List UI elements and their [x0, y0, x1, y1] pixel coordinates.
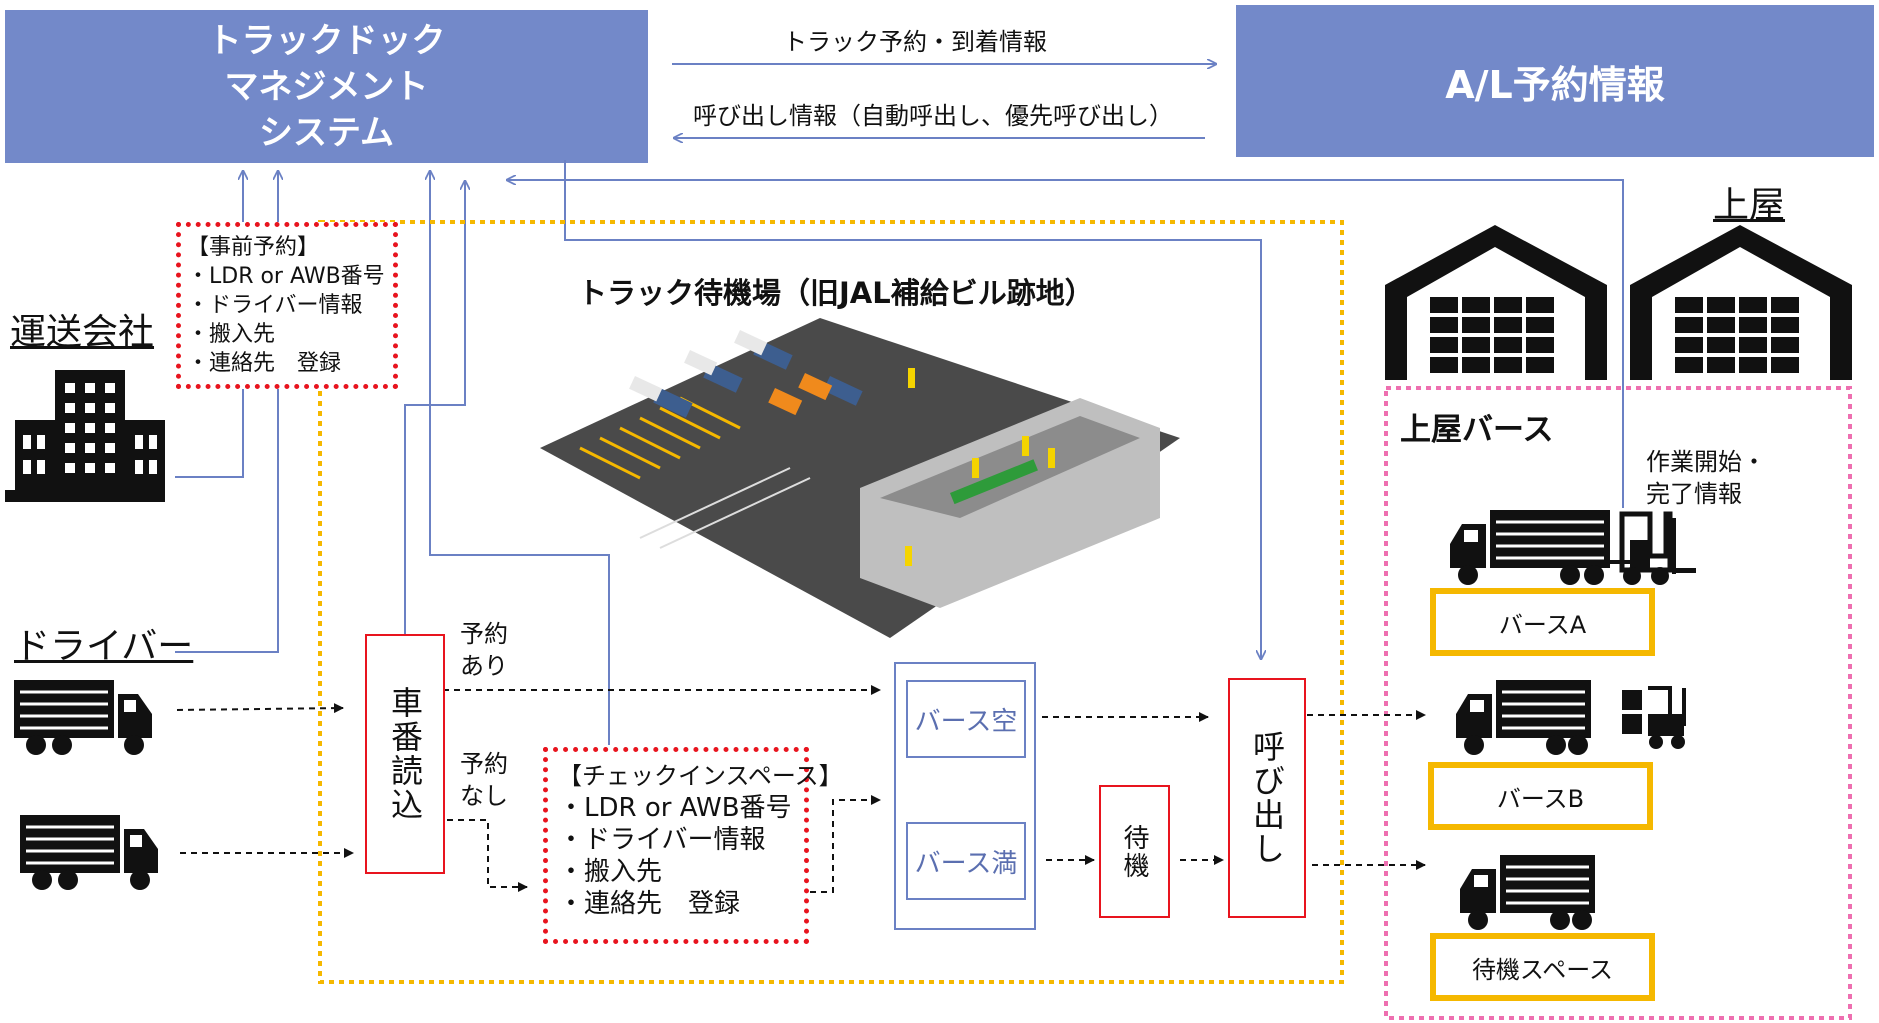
berth-a-box: バースA: [1430, 588, 1655, 656]
truck-berth-a-icon: [1450, 510, 1640, 585]
pre-reservation-line-4: ・搬入先: [187, 322, 276, 347]
reservation-yes-line-2: あり: [460, 652, 508, 680]
truck-icon-1: [14, 680, 152, 755]
berth-b-box: バースB: [1428, 762, 1653, 830]
wait-label: 待機: [1119, 823, 1149, 880]
truck-berth-b-icon: [1456, 680, 1591, 755]
forklift-icon-2: [1622, 686, 1686, 749]
pre-reservation-box: 【事前予約】 ・LDR or AWB番号 ・ドライバー情報 ・搬入先 ・連絡先 …: [176, 222, 398, 389]
call-box: 呼び出し: [1228, 678, 1306, 918]
reservation-yes-label: 予約 あり: [460, 618, 508, 682]
berth-b-label: バースB: [1496, 784, 1585, 813]
checkin-space-box: 【チェックインスペース】 ・LDR or AWB番号 ・ドライバー情報 ・搬入先…: [543, 747, 843, 944]
plate-reader-label: 車番読込: [386, 686, 424, 822]
berth-status-group: バース空 バース満: [894, 662, 1036, 930]
berth-empty-box: バース空: [906, 680, 1026, 758]
pre-reservation-line-1: 【事前予約】: [187, 235, 320, 260]
pre-reservation-line-2: ・LDR or AWB番号: [187, 264, 385, 289]
truck-icon-2: [20, 815, 158, 890]
warehouse-icons: [1385, 225, 1852, 380]
license-plate-reader: 車番読込: [365, 634, 445, 874]
berth-a-label: バースA: [1498, 610, 1587, 639]
checkin-line-4: ・搬入先: [558, 857, 663, 887]
wait-space-box: 待機スペース: [1430, 933, 1655, 1001]
pre-reservation-line-3: ・ドライバー情報: [187, 293, 363, 318]
driver-heading: ドライバー: [14, 626, 194, 667]
transport-company-heading: 運送会社: [10, 312, 155, 353]
reservation-no-line-2: なし: [460, 782, 508, 810]
forklift-icon-1: [1619, 511, 1696, 585]
reservation-no-label: 予約 なし: [460, 748, 508, 812]
al-title: A/L予約情報: [1445, 62, 1665, 107]
waiting-area-title: トラック待機場（旧JAL補給ビル跡地）: [578, 276, 1094, 310]
berth-full-box: バース満: [906, 822, 1026, 900]
checkin-line-2: ・LDR or AWB番号: [558, 793, 792, 823]
pre-reservation-line-5: ・連絡先 登録: [187, 351, 342, 376]
warehouse-icon-2: [1630, 225, 1852, 380]
tms-line-1: トラックドック: [207, 20, 446, 61]
reservation-no-line-1: 予約: [460, 750, 508, 778]
tms-line-3: システム: [259, 112, 394, 153]
checkin-line-5: ・連絡先 登録: [558, 889, 741, 919]
checkin-line-1: 【チェックインスペース】: [558, 762, 843, 790]
warehouse-icon-1: [1385, 225, 1607, 380]
berth-full-label: バース満: [914, 848, 1018, 879]
arrow-label-reservation-arrival: トラック予約・到着情報: [783, 28, 1047, 56]
truck-yard-illustration: [540, 318, 1180, 638]
berth-empty-label: バース空: [914, 706, 1018, 737]
truck-wait-space-icon: [1460, 855, 1595, 930]
wait-box: 待機: [1099, 785, 1170, 918]
wait-space-label: 待機スペース: [1471, 955, 1614, 984]
warehouse-berth-title: 上屋バース: [1400, 412, 1554, 448]
arrow-label-call-info: 呼び出し情報（自動呼出し、優先呼び出し）: [693, 102, 1173, 130]
al-reservation-info: A/L予約情報: [1236, 5, 1874, 157]
checkin-line-3: ・ドライバー情報: [558, 825, 766, 855]
warehouse-heading: 上屋: [1713, 185, 1786, 226]
truck-dock-management-system: トラックドック マネジメント システム: [5, 10, 648, 163]
office-building-icon: [5, 370, 165, 502]
tms-line-2: マネジメント: [224, 66, 429, 107]
reservation-yes-line-1: 予約: [460, 620, 508, 648]
call-label: 呼び出し: [1248, 730, 1286, 866]
work-info-label: 作業開始・ 完了情報: [1646, 446, 1766, 510]
work-info-line-2: 完了情報: [1646, 480, 1742, 508]
work-info-line-1: 作業開始・: [1646, 448, 1766, 476]
